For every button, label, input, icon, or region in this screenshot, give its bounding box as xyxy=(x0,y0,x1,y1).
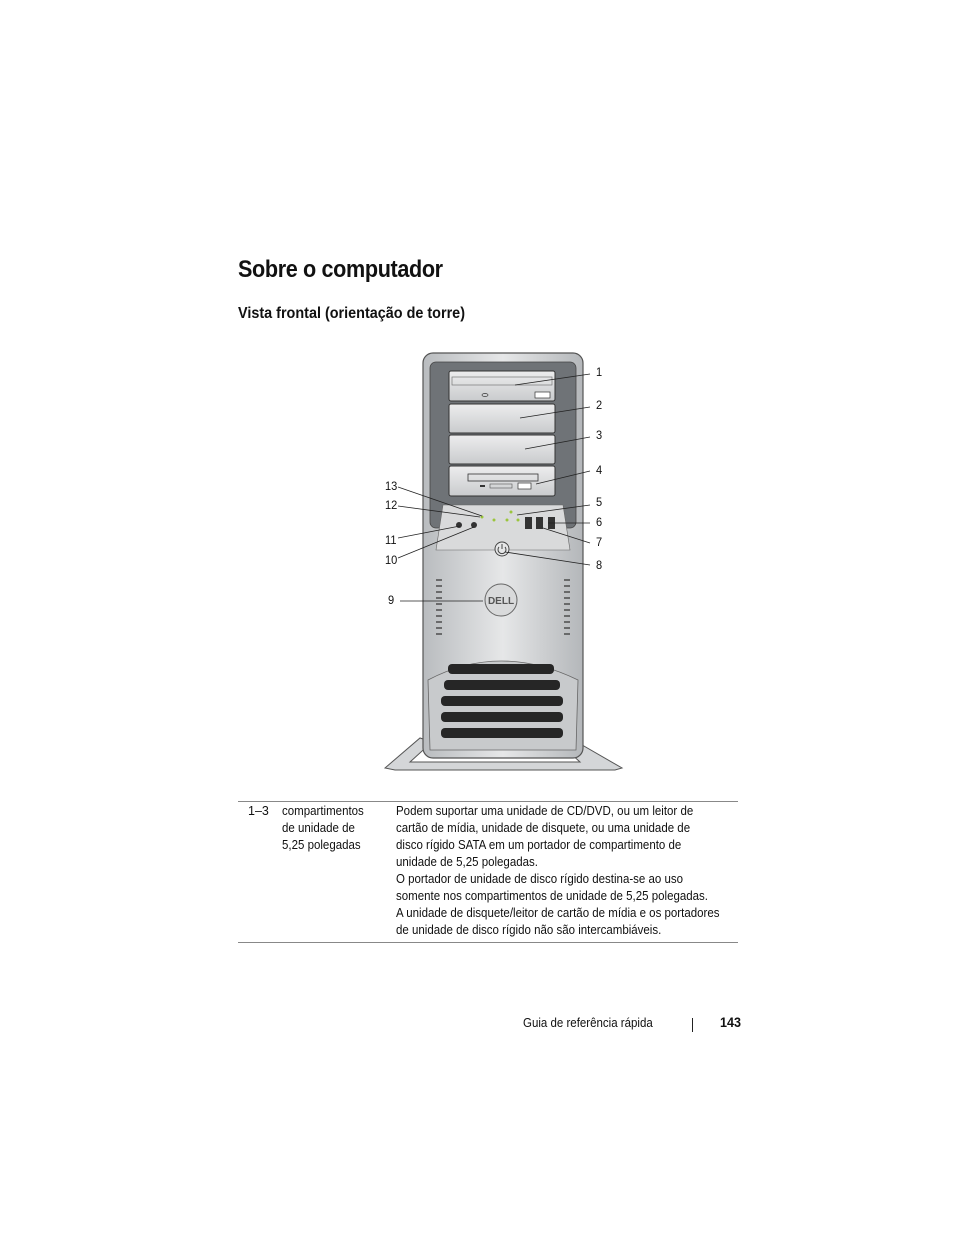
callout-2: 2 xyxy=(596,398,603,412)
component-name-line: de unidade de xyxy=(282,821,355,835)
tower-illustration: DELL xyxy=(383,352,624,771)
description-line: somente nos compartimentos de unidade de… xyxy=(396,889,708,903)
dell-logo: DELL xyxy=(488,596,514,607)
callout-1: 1 xyxy=(596,365,603,379)
callout-3: 3 xyxy=(596,428,603,442)
callout-8: 8 xyxy=(596,558,603,572)
component-name-line: 5,25 polegadas xyxy=(282,838,361,852)
callout-5: 5 xyxy=(596,495,603,509)
callout-12: 12 xyxy=(385,498,398,512)
row-number: 1–3 xyxy=(248,804,269,818)
row-description: Podem suportar uma unidade de CD/DVD, ou… xyxy=(396,803,741,939)
component-name-line: compartimentos xyxy=(282,804,364,818)
footer-separator xyxy=(692,1018,693,1032)
description-line: A unidade de disquete/leitor de cartão d… xyxy=(396,906,720,920)
callout-6: 6 xyxy=(596,515,603,529)
callout-7: 7 xyxy=(596,535,603,549)
description-line: Podem suportar uma unidade de CD/DVD, ou… xyxy=(396,804,694,818)
computer-front-view-figure: DELL 1 2 3 4 5 6 7 8 9 10 11 12 xyxy=(380,350,630,775)
page-title: Sobre o computador xyxy=(238,256,443,283)
description-line: disco rígido SATA em um portador de comp… xyxy=(396,838,682,852)
footer-guide-title: Guia de referência rápida xyxy=(523,1016,653,1030)
description-line: cartão de mídia, unidade de disquete, ou… xyxy=(396,821,691,835)
description-line: O portador de unidade de disco rígido de… xyxy=(396,872,684,886)
section-heading: Vista frontal (orientação de torre) xyxy=(238,305,465,322)
callout-13: 13 xyxy=(385,479,398,493)
table-bottom-rule xyxy=(238,942,738,943)
description-line: de unidade de disco rígido não são inter… xyxy=(396,923,662,937)
callout-9: 9 xyxy=(388,593,395,607)
row-component-name: compartimentos de unidade de 5,25 polega… xyxy=(282,803,390,854)
callout-10: 10 xyxy=(385,553,398,567)
callout-11: 11 xyxy=(385,533,397,547)
page-number: 143 xyxy=(720,1014,742,1030)
description-line: unidade de 5,25 polegadas. xyxy=(396,855,538,869)
callout-4: 4 xyxy=(596,463,603,477)
table-top-rule xyxy=(238,801,738,802)
